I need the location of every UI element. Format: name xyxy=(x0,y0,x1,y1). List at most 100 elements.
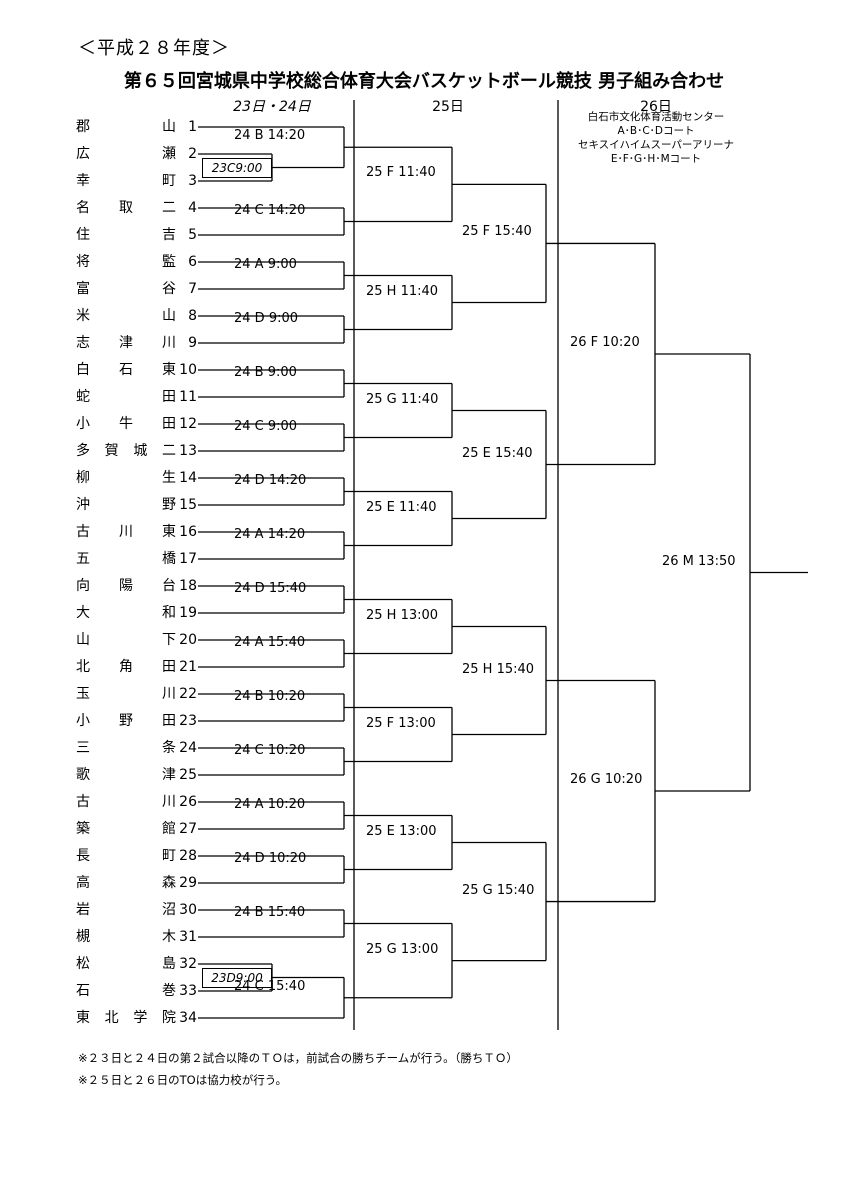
team-seed-number: 5 xyxy=(188,227,197,243)
team-name: 古川東 xyxy=(76,524,176,540)
team-seed-number: 12 xyxy=(179,416,197,432)
round1-match-label: 24 A 10:20 xyxy=(234,796,306,812)
team-name: 東北学院 xyxy=(76,1010,176,1026)
team-name: 歌津 xyxy=(76,767,176,783)
team-name: 名取二 xyxy=(76,200,176,216)
round1-match-label: 24 C 15:40 xyxy=(234,978,306,994)
footnotes: ※２３日と２４日の第２試合以降のＴＯは，前試合の勝ちチームが行う。（勝ちＴＯ） … xyxy=(78,1047,518,1091)
fiscal-year-label: ＜平成２８年度＞ xyxy=(78,38,230,59)
team-name: 槻木 xyxy=(76,929,176,945)
venue-line: E･F･G･H･Mコート xyxy=(610,153,702,165)
round1-match-label: 24 B 14:20 xyxy=(234,128,306,144)
team-name: 蛇田 xyxy=(76,389,176,405)
team-name: 沖野 xyxy=(76,497,176,513)
team-name: 築館 xyxy=(76,821,176,837)
round1-match-label: 24 C 10:20 xyxy=(234,742,306,758)
venue-line: A･B･C･Dコート xyxy=(617,125,695,137)
team-seed-number: 23 xyxy=(179,713,197,729)
team-name: 志津川 xyxy=(76,335,176,351)
venue-line: セキスイハイムスーパーアリーナ xyxy=(577,139,735,151)
semifinal-match-label: 26 F 10:20 xyxy=(570,334,640,350)
round2-match-label: 25 H 11:40 xyxy=(366,283,439,299)
round1-match-label: 24 D 10:20 xyxy=(234,850,307,866)
venue-info: 白石市文化体育活動センター A･B･C･Dコート セキスイハイムスーパーアリーナ… xyxy=(578,110,734,166)
team-seed-number: 1 xyxy=(188,119,197,135)
round1-match-label: 24 D 15:40 xyxy=(234,580,307,596)
column-header-day3: 25日 xyxy=(432,99,464,115)
round1-match-label: 24 C 9:00 xyxy=(234,418,298,434)
round1-match-label: 24 B 15:40 xyxy=(234,904,306,920)
footnote: ※２３日と２４日の第２試合以降のＴＯは，前試合の勝ちチームが行う。（勝ちＴＯ） xyxy=(78,1051,518,1065)
team-name: 大和 xyxy=(76,605,176,621)
round2-match-label: 25 H 13:00 xyxy=(366,607,439,623)
round2-match-label: 25 E 13:00 xyxy=(366,823,437,839)
column-header-day4: 26日 xyxy=(640,99,672,115)
team-seed-number: 10 xyxy=(179,362,197,378)
team-seed-number: 25 xyxy=(179,767,197,783)
team-seed-number: 11 xyxy=(179,389,197,405)
round2-match-label: 25 G 11:40 xyxy=(366,391,439,407)
round3-match-label: 25 E 15:40 xyxy=(462,445,533,461)
team-seed-number: 21 xyxy=(179,659,197,675)
team-name: 古川 xyxy=(76,794,176,810)
team-seed-number: 8 xyxy=(188,308,197,324)
round2-match-label: 25 F 13:00 xyxy=(366,715,436,731)
team-name: 長町 xyxy=(76,848,176,864)
team-name: 将監 xyxy=(76,254,176,270)
team-seed-number: 16 xyxy=(179,524,197,540)
footnote: ※２５日と２６日のTOは協力校が行う。 xyxy=(78,1073,288,1087)
team-name: 高森 xyxy=(76,875,176,891)
round3-match-label: 25 F 15:40 xyxy=(462,224,532,240)
team-seed-number: 29 xyxy=(179,875,197,891)
team-seed-number: 9 xyxy=(188,335,197,351)
team-name: 北角田 xyxy=(76,659,176,675)
team-seed-number: 34 xyxy=(179,1010,197,1026)
team-seed-number: 31 xyxy=(179,929,197,945)
round2-match-label: 25 G 13:00 xyxy=(366,941,439,957)
column-header-day1: 23日・24日 xyxy=(233,99,311,115)
round1-match-label: 24 C 14:20 xyxy=(234,202,306,218)
team-seed-number: 30 xyxy=(179,902,197,918)
round3-match-label: 25 H 15:40 xyxy=(462,661,535,677)
team-seed-number: 27 xyxy=(179,821,197,837)
team-seed-number: 20 xyxy=(179,632,197,648)
team-seed-number: 22 xyxy=(179,686,197,702)
team-seed-number: 17 xyxy=(179,551,197,567)
team-name: 白石東 xyxy=(76,362,176,378)
team-seed-number: 33 xyxy=(179,983,197,999)
team-name: 住吉 xyxy=(76,227,176,243)
semifinal-match-label: 26 G 10:20 xyxy=(570,772,643,788)
team-name: 松島 xyxy=(76,956,176,972)
round1-match-label: 24 D 14:20 xyxy=(234,472,307,488)
team-name: 小牛田 xyxy=(76,416,176,432)
round1-match-label: 24 D 9:00 xyxy=(234,310,299,326)
team-seed-number: 13 xyxy=(179,443,197,459)
team-name: 山下 xyxy=(76,632,176,648)
final-match-label: 26 M 13:50 xyxy=(662,553,736,569)
team-name: 柳生 xyxy=(76,470,176,486)
team-seed-number: 15 xyxy=(179,497,197,513)
round2-match-label: 25 F 11:40 xyxy=(366,165,436,181)
venue-line: 白石市文化体育活動センター xyxy=(587,111,725,123)
round2-match-label: 25 E 11:40 xyxy=(366,499,437,515)
page-title: 第６５回宮城県中学校総合体育大会バスケットボール競技 男子組み合わせ xyxy=(123,71,725,92)
team-name: 向陽台 xyxy=(76,578,176,594)
team-name: 岩沼 xyxy=(76,902,176,918)
team-seed-number: 7 xyxy=(188,281,197,297)
team-seed-number: 18 xyxy=(179,578,197,594)
team-name: 玉川 xyxy=(76,686,176,702)
team-seed-number: 26 xyxy=(179,794,197,810)
round3-match-label: 25 G 15:40 xyxy=(462,882,535,898)
round1-match-label: 24 A 9:00 xyxy=(234,256,297,272)
team-seed-number: 4 xyxy=(188,200,197,216)
team-seed-number: 14 xyxy=(179,470,197,486)
team-seed-number: 32 xyxy=(179,956,197,972)
team-name: 五橋 xyxy=(76,551,176,567)
round1-match-label: 24 A 15:40 xyxy=(234,634,306,650)
team-name: 小野田 xyxy=(76,713,176,729)
preliminary-match-label: 23C9:00 xyxy=(202,157,272,178)
round1-match-label: 24 A 14:20 xyxy=(234,526,306,542)
team-name: 米山 xyxy=(76,308,176,324)
round1-match-label: 24 B 9:00 xyxy=(234,364,297,380)
